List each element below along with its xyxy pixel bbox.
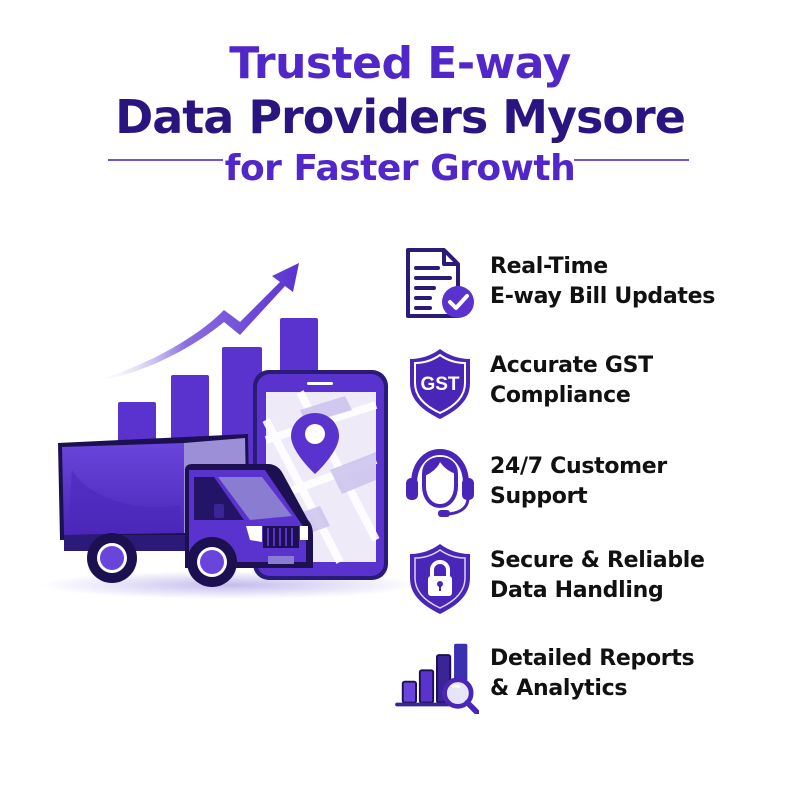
feature-title: 24/7 Customer xyxy=(490,454,667,479)
feature-reports-analytics: Detailed Reports & Analytics xyxy=(393,638,753,718)
lock-shield-icon xyxy=(410,544,470,614)
feature-title: Secure & Reliable xyxy=(490,548,705,573)
feature-realtime-updates: Real-Time E-way Bill Updates xyxy=(404,246,764,326)
decorative-divider-right xyxy=(574,159,689,161)
feature-title: Detailed Reports xyxy=(490,646,695,671)
headline-line-3: for Faster Growth xyxy=(224,148,576,189)
analytics-magnifier-icon xyxy=(395,643,479,714)
headline-line-2: Data Providers Mysore xyxy=(115,90,686,144)
headset-support-icon xyxy=(406,448,474,517)
growth-arrow xyxy=(92,263,299,382)
svg-text:GST: GST xyxy=(420,374,459,395)
location-pin-icon xyxy=(291,413,339,474)
feature-subtitle: Compliance xyxy=(490,383,631,408)
feature-subtitle: Support xyxy=(490,484,588,509)
feature-secure-data: Secure & Reliable Data Handling xyxy=(404,540,764,620)
gst-shield-icon: GST xyxy=(410,349,470,419)
feature-gst-compliance: GST Accurate GST Compliance xyxy=(404,345,764,425)
headline-line-1: Trusted E-way xyxy=(229,38,571,89)
feature-subtitle: & Analytics xyxy=(490,676,628,701)
feature-customer-support: 24/7 Customer Support xyxy=(404,446,764,526)
feature-subtitle: E-way Bill Updates xyxy=(490,284,716,309)
delivery-truck xyxy=(58,434,313,587)
feature-subtitle: Data Handling xyxy=(490,578,664,603)
feature-title: Real-Time xyxy=(490,254,608,279)
feature-title: Accurate GST xyxy=(490,353,653,378)
document-check-icon xyxy=(406,248,474,318)
decorative-divider-left xyxy=(108,159,223,161)
